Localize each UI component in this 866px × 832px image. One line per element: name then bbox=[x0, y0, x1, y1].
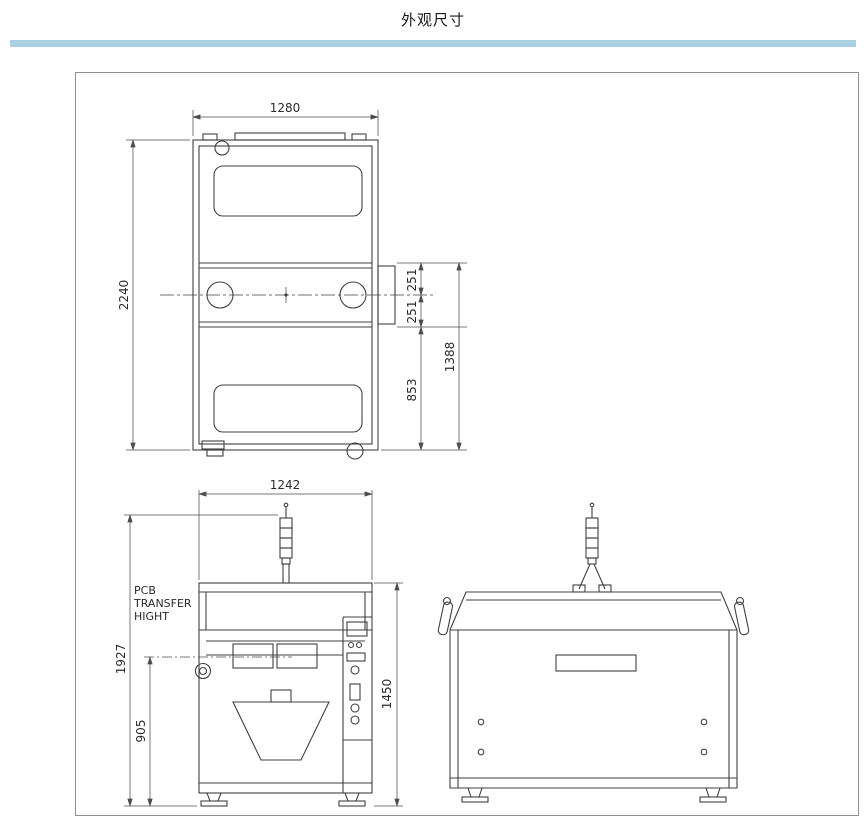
side-view-machine bbox=[437, 502, 750, 803]
dim-right-span: 1388 bbox=[443, 342, 457, 373]
dim-front-width: 1242 bbox=[270, 478, 301, 492]
divider-bar bbox=[10, 40, 856, 47]
dim-lower-offset: 251 bbox=[405, 301, 419, 324]
dim-top-height: 2240 bbox=[117, 280, 131, 311]
top-view-dimensions: 1280 2240 251 251 853 1388 bbox=[117, 101, 467, 451]
dim-lower-span: 853 bbox=[405, 379, 419, 402]
dim-upper-offset: 251 bbox=[405, 269, 419, 292]
dim-top-width: 1280 bbox=[270, 101, 301, 115]
leveling-foot-bottom-right bbox=[346, 442, 364, 460]
operation-screen bbox=[346, 621, 368, 637]
dim-front-total-height: 1927 bbox=[114, 644, 128, 675]
side-knob bbox=[194, 662, 212, 680]
signal-tower-side bbox=[572, 502, 612, 593]
signal-tower-front bbox=[279, 502, 293, 584]
pcb-transfer-height-label: PCB TRANSFER HIGHT bbox=[133, 584, 192, 623]
front-view-machine bbox=[194, 502, 373, 807]
dimension-drawing: 1280 2240 251 251 853 1388 bbox=[114, 101, 750, 807]
pcb-label-line2: TRANSFER bbox=[133, 597, 192, 610]
dim-pcb-height: 905 bbox=[134, 720, 148, 743]
front-view-dimensions: 1242 1927 905 1450 PCB TRANSFER HIGHT bbox=[114, 478, 403, 807]
pcb-label-line1: PCB bbox=[134, 584, 156, 597]
right-latch bbox=[733, 601, 750, 636]
page-title: 外观尺寸 bbox=[400, 11, 465, 29]
main-switch bbox=[349, 683, 361, 701]
drawing-panel: 1280 2240 251 251 853 1388 bbox=[75, 72, 859, 816]
handle bbox=[555, 654, 637, 672]
left-latch bbox=[437, 601, 454, 636]
hopper bbox=[232, 701, 330, 761]
upper-cover-opening bbox=[213, 165, 363, 217]
leveling-foot-top-left bbox=[214, 140, 230, 156]
dim-machine-height: 1450 bbox=[380, 679, 394, 710]
pcb-label-line3: HIGHT bbox=[134, 610, 169, 623]
top-view-machine bbox=[160, 132, 433, 460]
lower-cover-opening bbox=[213, 384, 363, 433]
